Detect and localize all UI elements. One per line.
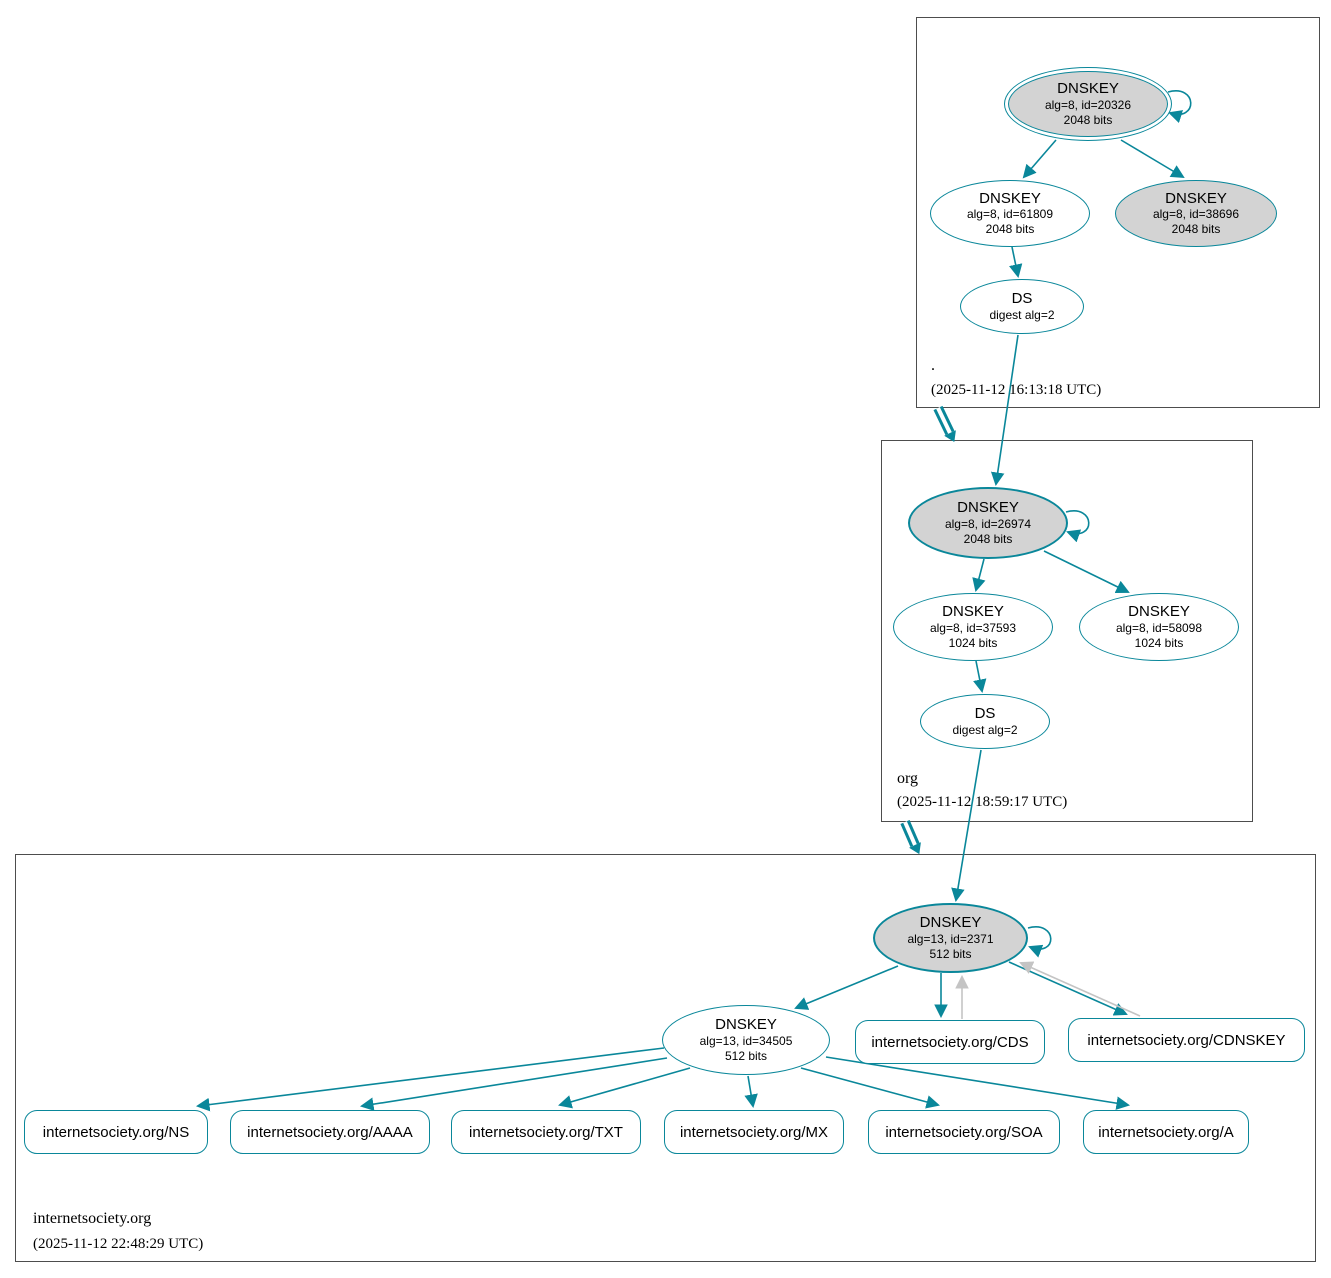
dnskey-root-38696[interactable]: DNSKEY alg=8, id=38696 2048 bits — [1115, 180, 1277, 247]
dnskey-detail: alg=8, id=38696 — [1152, 207, 1240, 222]
zone-name-root: . — [931, 357, 935, 374]
dnskey-isoc-zsk-34505[interactable]: DNSKEY alg=13, id=34505 512 bits — [662, 1005, 830, 1075]
rrset-aaaa[interactable]: internetsociety.org/AAAA — [230, 1110, 430, 1154]
edge-org-ksk-selfloop — [1065, 510, 1090, 543]
rrset-ns-label: internetsociety.org/NS — [42, 1123, 190, 1141]
ds-label: DS — [1011, 290, 1033, 308]
edge-isoc-ksk-selfloop — [1027, 926, 1052, 958]
dnskey-root-ksk-20326[interactable]: DNSKEY alg=8, id=20326 2048 bits — [1004, 67, 1172, 141]
dnskey-bits: 1024 bits — [1134, 635, 1184, 650]
zone-timestamp-root: (2025-11-12 16:13:18 UTC) — [931, 382, 1102, 398]
edge-isoc-ksk-to-cdnskey — [1008, 961, 1128, 1016]
rrset-mx[interactable]: internetsociety.org/MX — [664, 1110, 844, 1154]
ds-label: DS — [974, 705, 996, 723]
edge-isoc-zsk-to-a — [825, 1056, 1131, 1110]
edge-root-ksk-selfloop — [1167, 90, 1192, 124]
edge-isoc-zsk-to-aaaa — [359, 1057, 668, 1111]
edge-root-61809-to-ds — [1008, 246, 1023, 278]
edge-delegation-root-org — [933, 405, 956, 442]
edge-isoc-zsk-to-mx — [744, 1075, 758, 1109]
edge-org-ksk-to-58098 — [1043, 550, 1130, 594]
edge-delegation-org-isoc — [900, 820, 921, 855]
dnskey-label: DNSKEY — [1057, 80, 1119, 98]
dnskey-detail: alg=8, id=61809 — [966, 207, 1054, 222]
edge-isoc-zsk-to-txt — [558, 1067, 691, 1109]
rrset-txt[interactable]: internetsociety.org/TXT — [451, 1110, 641, 1154]
ds-detail: digest alg=2 — [989, 307, 1055, 322]
dnskey-label: DNSKEY — [957, 499, 1019, 517]
dnskey-detail: alg=13, id=34505 — [699, 1033, 793, 1048]
dnskey-org-zsk-37593[interactable]: DNSKEY alg=8, id=37593 1024 bits — [893, 593, 1053, 661]
ds-org[interactable]: DS digest alg=2 — [920, 694, 1050, 749]
zone-timestamp-org: (2025-11-12 18:59:17 UTC) — [897, 794, 1068, 810]
dnskey-detail: alg=8, id=26974 — [944, 516, 1032, 531]
rrset-soa[interactable]: internetsociety.org/SOA — [868, 1110, 1060, 1154]
rrset-cds[interactable]: internetsociety.org/CDS — [855, 1020, 1045, 1064]
rrset-a-label: internetsociety.org/A — [1098, 1123, 1234, 1141]
edge-org-ds-to-isoc-ksk — [951, 749, 982, 903]
zone-box-org — [881, 440, 1253, 822]
dnskey-bits: 2048 bits — [1063, 112, 1113, 127]
dnskey-label: DNSKEY — [919, 914, 982, 932]
dnskey-detail: alg=8, id=20326 — [1044, 97, 1132, 112]
dnskey-bits: 512 bits — [929, 946, 972, 961]
edge-org-ksk-to-37593 — [972, 558, 986, 592]
rrset-cdnskey-label: internetsociety.org/CDNSKEY — [1087, 1031, 1286, 1049]
dnskey-label: DNSKEY — [1165, 189, 1227, 207]
dnskey-detail: alg=8, id=37593 — [929, 620, 1017, 635]
rrset-ns[interactable]: internetsociety.org/NS — [24, 1110, 208, 1154]
dnskey-detail: alg=13, id=2371 — [907, 931, 994, 946]
edge-isoc-ksk-to-zsk — [794, 965, 899, 1010]
zone-timestamp-internetsociety: (2025-11-12 22:48:29 UTC) — [33, 1236, 204, 1252]
edge-org-37593-to-ds — [973, 660, 987, 694]
dnskey-root-zsk-61809[interactable]: DNSKEY alg=8, id=61809 2048 bits — [930, 180, 1090, 247]
edge-cdnskey-to-isoc-ksk — [1019, 961, 1141, 1017]
edge-root-ds-to-org-ksk — [990, 334, 1019, 487]
edge-isoc-zsk-to-soa — [800, 1067, 940, 1109]
dnskey-org-58098[interactable]: DNSKEY alg=8, id=58098 1024 bits — [1079, 593, 1239, 661]
ds-detail: digest alg=2 — [952, 722, 1018, 737]
ds-root[interactable]: DS digest alg=2 — [960, 279, 1084, 334]
dnskey-root-ksk-20326-inner: DNSKEY alg=8, id=20326 2048 bits — [1008, 71, 1168, 137]
rrset-soa-label: internetsociety.org/SOA — [885, 1123, 1043, 1141]
dnskey-label: DNSKEY — [715, 1016, 777, 1034]
dnskey-label: DNSKEY — [1128, 603, 1190, 621]
rrset-cdnskey[interactable]: internetsociety.org/CDNSKEY — [1068, 1018, 1305, 1062]
dnskey-label: DNSKEY — [942, 603, 1004, 621]
dnskey-bits: 2048 bits — [1171, 222, 1221, 237]
edge-root-ksk-to-61809 — [1022, 139, 1057, 179]
rrset-a[interactable]: internetsociety.org/A — [1083, 1110, 1249, 1154]
zone-name-org: org — [897, 770, 919, 787]
dnskey-bits: 1024 bits — [948, 635, 998, 650]
rrset-aaaa-label: internetsociety.org/AAAA — [247, 1123, 413, 1141]
rrset-mx-label: internetsociety.org/MX — [679, 1123, 829, 1141]
dnskey-bits: 2048 bits — [963, 531, 1013, 546]
zone-name-internetsociety: internetsociety.org — [33, 1210, 152, 1227]
rrset-txt-label: internetsociety.org/TXT — [469, 1123, 623, 1141]
dnskey-isoc-ksk-2371[interactable]: DNSKEY alg=13, id=2371 512 bits — [873, 903, 1028, 973]
dnskey-org-ksk-26974[interactable]: DNSKEY alg=8, id=26974 2048 bits — [908, 487, 1068, 559]
edge-isoc-zsk-to-ns — [195, 1047, 665, 1112]
dnskey-bits: 2048 bits — [985, 222, 1035, 237]
dnskey-label: DNSKEY — [979, 189, 1041, 207]
dnskey-bits: 512 bits — [724, 1048, 768, 1063]
zone-box-internetsociety — [15, 854, 1316, 1262]
edge-root-ksk-to-38696 — [1120, 139, 1185, 179]
rrset-cds-label: internetsociety.org/CDS — [871, 1033, 1029, 1051]
zone-box-root — [916, 17, 1320, 408]
dnskey-detail: alg=8, id=58098 — [1115, 620, 1203, 635]
